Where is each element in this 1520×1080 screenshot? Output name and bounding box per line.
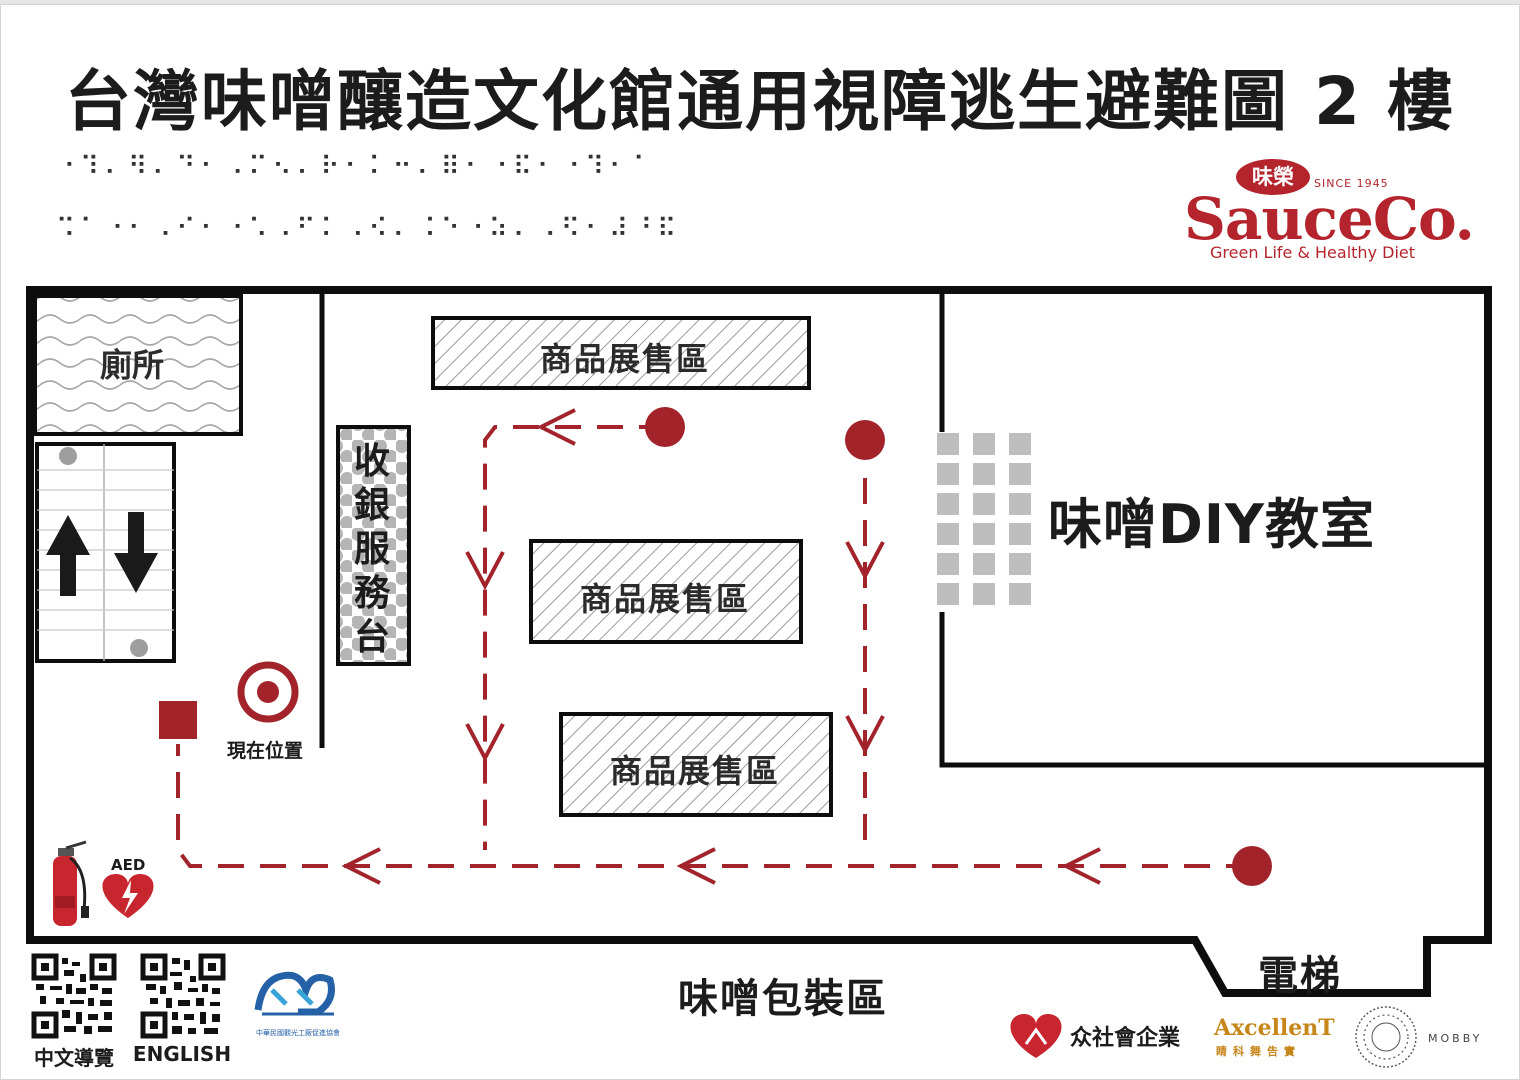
logo-wordmark: SauceCo. [1184, 185, 1475, 253]
exit-marker-icon [159, 701, 197, 739]
aed-heart-icon [102, 874, 154, 918]
cashier-counter [336, 425, 411, 666]
social-enterprise-text: 众社會企業 [1070, 1026, 1181, 1051]
route-start-marker [645, 407, 685, 447]
escalator [35, 442, 176, 663]
social-enterprise-icon [1010, 1014, 1062, 1058]
route-arrows [341, 408, 1101, 885]
qr-label-english: ENGLISH [132, 1042, 232, 1066]
qr-code-english [140, 953, 226, 1039]
braille-line-1: ⠐⠹⠄⠻⠄⠙⠂⠠⠍⠢⠄⠗⠂⠅⠒⠄⠿⠂⠐⠯⠂⠐⠹⠂⠁ [56, 152, 658, 182]
tpfa-logo-icon [254, 971, 335, 1016]
outer-wall [26, 286, 1492, 997]
packaging-area-label: 味噌包裝區 [678, 976, 888, 1022]
product-zone-label-1: 商品展售區 [540, 340, 711, 378]
axcellent-logo-text: AxcellenT [1214, 1015, 1335, 1041]
cashier-label: 收銀服務台 [353, 441, 390, 658]
mobby-logo-icon [1355, 1006, 1417, 1068]
diy-classroom-label: 味噌DIY教室 [1048, 493, 1376, 556]
escalator-up-icon [46, 515, 90, 596]
escalator-down-icon [114, 512, 158, 593]
qr-label-chinese: 中文導覽 [34, 1046, 114, 1070]
current-location-icon [237, 661, 299, 723]
product-zone-box-2 [529, 539, 803, 644]
product-zone-label-3: 商品展售區 [610, 752, 781, 790]
evacuation-route [176, 425, 1252, 868]
map-title: 台灣味噌釀造文化館通用視障逃生避難圖 2 樓 [65, 63, 1455, 140]
axcellent-logo-subtext: 睛科舞告實 [1216, 1045, 1301, 1058]
sauceco-logo: 味榮 SINCE 1945 SauceCo. Green Life & Heal… [1180, 155, 1490, 270]
qr-code-chinese [31, 953, 117, 1039]
toilet-label: 廁所 [100, 346, 165, 384]
toilet-room [33, 294, 243, 436]
diy-room-wall [939, 292, 1486, 768]
fire-extinguisher-icon [53, 840, 89, 926]
product-zone-label-2: 商品展售區 [580, 580, 751, 618]
logo-since: SINCE 1945 [1314, 177, 1389, 190]
aed-label: AED [111, 856, 146, 874]
logo-badge: 味榮 [1236, 159, 1310, 195]
tpfa-caption: 中華民國觀光工廠促進協會 [256, 1029, 340, 1037]
elevator-label: 電梯 [1258, 953, 1342, 999]
product-zone-box-1 [431, 316, 811, 390]
mobby-logo-text: MOBBY [1428, 1032, 1483, 1045]
braille-line-2: ⠩⠁⠐⠂⠠⠊⠂⠐⠡⠠⠋⠅⠠⠪⠄⠨⠑⠐⠵⠄⠠⠫⠂⠼⠘⠯ [56, 214, 682, 244]
product-zone-box-3 [559, 712, 833, 817]
logo-tagline: Green Life & Healthy Diet [1210, 243, 1415, 262]
route-start-marker [1232, 846, 1272, 886]
route-start-marker [845, 420, 885, 460]
current-location-label: 現在位置 [227, 740, 304, 762]
tactile-paving [937, 433, 1031, 605]
